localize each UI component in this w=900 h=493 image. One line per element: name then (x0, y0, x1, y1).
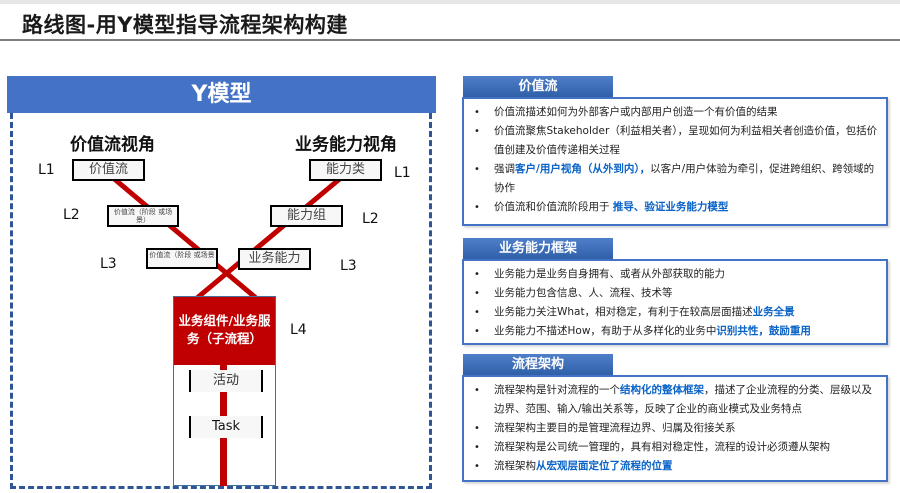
node-value-stream-stage-l2: 价值流（阶段 或场景） (107, 205, 179, 227)
bullet-item: 强调客户/用户视角（从外到内），以客户/用户体验为牵引，促进跨组织、跨领域的协作 (470, 160, 878, 198)
node-capability-group: 能力组 (270, 205, 343, 227)
title-divider (0, 39, 900, 41)
node-task: Task (189, 416, 263, 438)
bullet-text: 价值流描述如何为外部客户或内部用户创造一个有价值的结果 (494, 106, 778, 118)
bullet-item: 流程架构是针对流程的一个结构化的整体框架，描述了企业流程的分类、层级以及边界、范… (470, 381, 878, 419)
level-l3-right: L3 (340, 258, 357, 274)
bullet-text: 价值流聚焦Stakeholder（利益相关者），呈现如何为利益相关者创造价值，包… (494, 125, 878, 156)
bullet-item: 价值流聚焦Stakeholder（利益相关者），呈现如何为利益相关者创造价值，包… (470, 122, 878, 160)
bullet-text: ，描述了企业流程的分类、层级以及边界、范围、输入/输出关系等，反映了企业的商业模… (494, 384, 872, 415)
section-tab-value-stream: 价值流 (463, 76, 613, 98)
highlight-text: 业务全景 (752, 306, 795, 318)
bullet-item: 业务能力关注What，相对稳定，有利于在较高层面描述业务全景 (470, 303, 878, 322)
y-connector-lines (110, 175, 344, 300)
highlight-text: 从宏观层面定位了流程的位置 (536, 460, 673, 472)
section-process-architecture: 流程架构是针对流程的一个结构化的整体框架，描述了企业流程的分类、层级以及边界、范… (462, 375, 888, 482)
bullet-text: 以客户/用户体验为牵引，促进跨组织、跨领域的协作 (494, 163, 875, 194)
bullet-item: 流程架构从宏观层面定位了流程的位置 (470, 457, 878, 476)
bullet-item: 业务能力是业务自身拥有、或者从外部获取的能力 (470, 265, 878, 284)
highlight-text: 结构化的整体框架 (620, 384, 704, 396)
bullet-text: 价值流和价值流阶段用于 (494, 201, 613, 213)
bullet-text: 业务能力关注What，相对稳定，有利于在较高层面描述 (494, 306, 753, 318)
highlight-text: 识别共性，鼓励重用 (716, 325, 811, 337)
business-capability-bullets: 业务能力是业务自身拥有、或者从外部获取的能力业务能力包含信息、人、流程、技术等业… (464, 261, 886, 341)
node-value-stream: 价值流 (72, 159, 145, 181)
bullet-item: 业务能力不描述How，有助于从多样化的业务中识别共性，鼓励重用 (470, 322, 878, 341)
highlight-text: 客户/用户视角（从外到内）， (515, 163, 651, 175)
level-l2-right: L2 (362, 211, 379, 227)
node-capability-category: 能力类 (309, 159, 382, 181)
business-capability-perspective-heading: 业务能力视角 (295, 135, 397, 155)
bullet-text: 流程架构主要目的是管理流程边界、归属及衔接关系 (494, 422, 736, 434)
section-tab-business-capability: 业务能力框架 (463, 238, 613, 260)
y-model-header: Y模型 (7, 76, 436, 113)
bullet-text: 流程架构 (494, 460, 536, 472)
section-business-capability: 业务能力是业务自身拥有、或者从外部获取的能力业务能力包含信息、人、流程、技术等业… (462, 259, 888, 345)
top-strip (0, 0, 900, 4)
bullet-item: 业务能力包含信息、人、流程、技术等 (470, 284, 878, 303)
bullet-item: 流程架构主要目的是管理流程边界、归属及衔接关系 (470, 419, 878, 438)
level-l3-left: L3 (100, 256, 117, 272)
bullet-text: 业务能力包含信息、人、流程、技术等 (494, 287, 673, 299)
node-value-stream-stage-l3: 价值流（阶段 或场景 (146, 248, 218, 269)
bullet-text: 业务能力是业务自身拥有、或者从外部获取的能力 (494, 268, 725, 280)
page-title: 路线图-用Y模型指导流程架构构建 (22, 13, 348, 37)
node-activity: 活动 (189, 370, 263, 392)
process-architecture-bullets: 流程架构是针对流程的一个结构化的整体框架，描述了企业流程的分类、层级以及边界、范… (464, 377, 886, 476)
level-l1-right: L1 (394, 165, 411, 181)
y-model-frame (10, 113, 432, 489)
level-l1-left: L1 (38, 162, 55, 178)
highlight-text: 推导、验证业务能力模型 (612, 201, 729, 213)
node-business-capability: 业务能力 (238, 248, 311, 270)
bullet-item: 价值流和价值流阶段用于 推导、验证业务能力模型 (470, 198, 878, 217)
level-l4: L4 (290, 322, 307, 338)
section-value-stream: 价值流描述如何为外部客户或内部用户创造一个有价值的结果价值流聚焦Stakehol… (462, 97, 888, 226)
level-l2-left: L2 (63, 207, 80, 223)
bullet-item: 价值流描述如何为外部客户或内部用户创造一个有价值的结果 (470, 103, 878, 122)
bullet-item: 流程架构是公司统一管理的，具有相对稳定性，流程的设计必须遵从架构 (470, 438, 878, 457)
value-stream-bullets: 价值流描述如何为外部客户或内部用户创造一个有价值的结果价值流聚焦Stakehol… (464, 99, 886, 217)
bullet-text: 流程架构是针对流程的一个 (494, 384, 620, 396)
value-stream-perspective-heading: 价值流视角 (70, 135, 155, 155)
section-tab-process-architecture: 流程架构 (463, 354, 613, 376)
bullet-text: 业务能力不描述How，有助于从多样化的业务中 (494, 325, 717, 337)
bullet-text: 强调 (494, 163, 515, 175)
bullet-text: 流程架构是公司统一管理的，具有相对稳定性，流程的设计必须遵从架构 (494, 441, 830, 453)
business-component-label: 业务组件/业务服务（子流程） (174, 297, 275, 365)
